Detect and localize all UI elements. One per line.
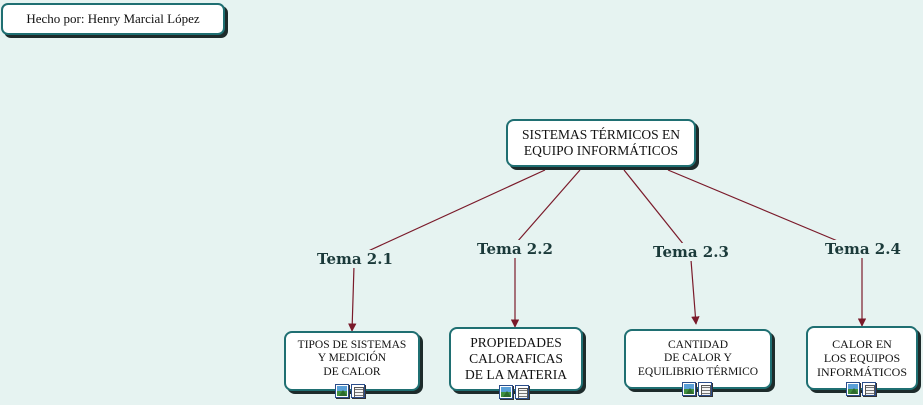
topic-node-tipos-de-sistemas[interactable]: TIPOS DE SISTEMAS Y MEDICIÓN DE CALOR [284, 331, 420, 391]
author-note-text: Hecho por: Henry Marcial López [26, 11, 200, 27]
resource-icons-topic-2 [499, 385, 529, 399]
arrow-tema-2-1 [348, 265, 357, 332]
connector-root-tema-2-1 [365, 169, 546, 253]
image-icon[interactable] [846, 382, 860, 396]
arrow-tema-2-3 [690, 259, 700, 325]
author-note[interactable]: Hecho por: Henry Marcial López [1, 3, 225, 35]
topic-node-text: PROPIEDADES CALORAFICAS DE LA MATERIA [465, 335, 567, 382]
resource-icons-topic-3 [682, 382, 712, 396]
image-icon[interactable] [682, 382, 696, 396]
topic-node-cantidad-de-calor[interactable]: CANTIDAD DE CALOR Y EQUILIBRIO TÉRMICO [624, 329, 772, 389]
topic-node-text: CANTIDAD DE CALOR Y EQUILIBRIO TÉRMICO [637, 338, 759, 378]
resource-icons-topic-1 [335, 384, 365, 398]
topic-node-text: TIPOS DE SISTEMAS Y MEDICIÓN DE CALOR [297, 338, 407, 378]
topic-node-text: CALOR EN LOS EQUIPOS INFORMÁTICOS [816, 336, 907, 380]
image-icon[interactable] [335, 384, 349, 398]
image-icon[interactable] [499, 385, 513, 399]
topic-node-propiedades-calorificas[interactable]: PROPIEDADES CALORAFICAS DE LA MATERIA [449, 327, 583, 391]
connector-root-tema-2-2 [516, 169, 581, 243]
root-concept-text: SISTEMAS TÉRMICOS EN EQUIPO INFORMÁTICOS [521, 127, 681, 158]
root-concept[interactable]: SISTEMAS TÉRMICOS EN EQUIPO INFORMÁTICOS [506, 119, 696, 167]
link-label-tema-2-2: Tema 2.2 [474, 240, 556, 258]
document-icon[interactable] [862, 382, 876, 396]
connector-root-tema-2-4 [667, 169, 841, 243]
document-icon[interactable] [515, 385, 529, 399]
connector-root-tema-2-3 [623, 169, 685, 246]
document-icon[interactable] [351, 384, 365, 398]
link-label-tema-2-3: Tema 2.3 [650, 243, 732, 261]
topic-node-calor-en-equipos[interactable]: CALOR EN LOS EQUIPOS INFORMÁTICOS [806, 326, 918, 390]
link-label-tema-2-1: Tema 2.1 [314, 250, 396, 268]
link-label-tema-2-4: Tema 2.4 [822, 240, 904, 258]
resource-icons-topic-4 [846, 382, 876, 396]
document-icon[interactable] [698, 382, 712, 396]
